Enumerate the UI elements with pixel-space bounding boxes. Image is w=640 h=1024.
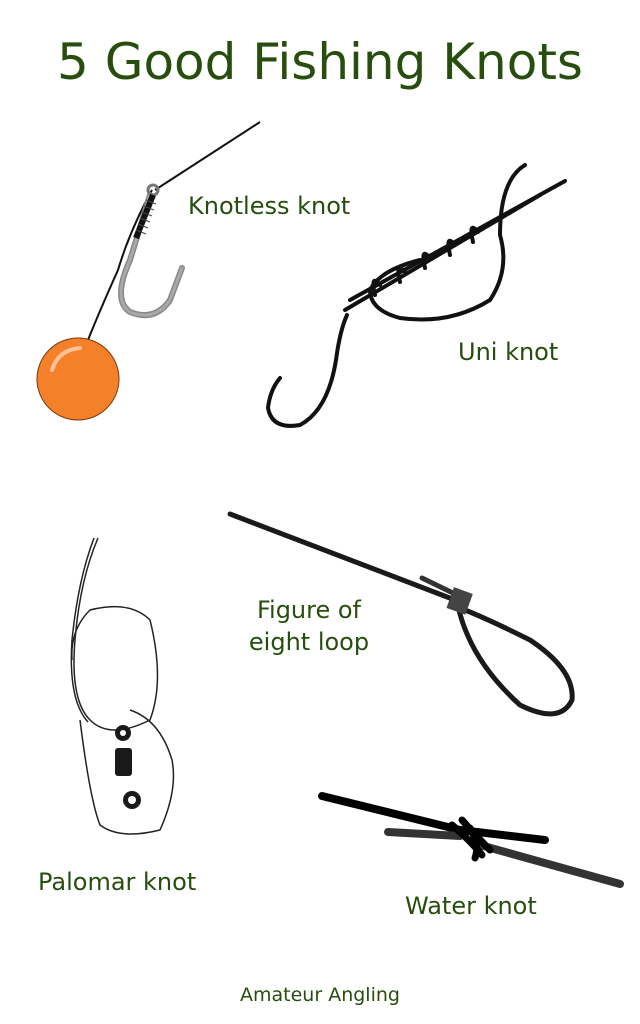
palomar-knot-illustration	[70, 537, 175, 835]
knot-label-knotless: Knotless knot	[188, 192, 351, 220]
knot-label-figure-eight-line2: eight loop	[248, 628, 370, 656]
knot-label-uni: Uni knot	[458, 338, 559, 366]
knot-label-figure-eight-line1: Figure of	[256, 596, 362, 624]
figure-eight-loop-illustration	[227, 511, 575, 717]
knot-label-water: Water knot	[405, 892, 537, 920]
knot-label-palomar: Palomar knot	[38, 868, 197, 896]
uni-knot-illustration	[265, 163, 567, 428]
knotless-knot-illustration	[36, 121, 261, 421]
footer-credit: Amateur Angling	[240, 984, 400, 1006]
page-title: 5 Good Fishing Knots	[57, 33, 583, 91]
water-knot-illustration	[318, 792, 624, 888]
